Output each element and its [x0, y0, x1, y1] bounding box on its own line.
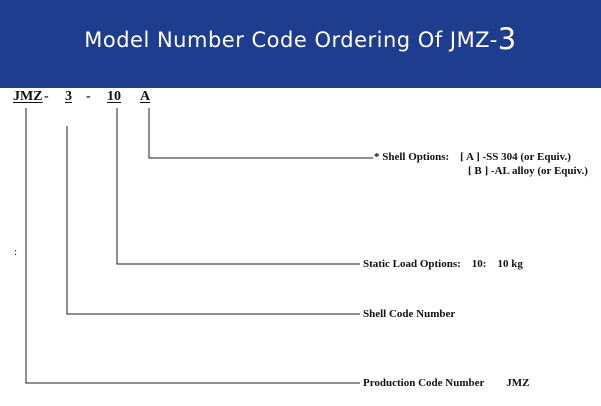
leader-material: [148, 108, 373, 159]
static-load-label: Static Load Options: 10: 10 kg: [363, 258, 523, 270]
title-banner: Model Number Code Ordering Of JMZ-3: [0, 0, 601, 88]
code-dash-1: -: [44, 89, 49, 104]
production-code-label: Production Code Number JMZ: [363, 377, 530, 389]
code-prefix: JMZ: [13, 89, 43, 104]
title-number: 3: [497, 22, 517, 56]
shell-code-label: Shell Code Number: [363, 308, 456, 320]
title-text: Model Number Code Ordering Of JMZ-: [84, 28, 498, 52]
leader-shell-code: [66, 126, 360, 315]
leader-production: [25, 108, 360, 384]
page-title: Model Number Code Ordering Of JMZ-3: [0, 22, 601, 56]
shell-options-b-label: [ B ] -AL alloy (or Equiv.): [468, 165, 588, 177]
code-dash-2: -: [86, 89, 91, 104]
leader-load: [116, 108, 360, 265]
shell-options-label: * Shell Options: [ A ] -SS 304 (or Equiv…: [374, 151, 571, 163]
stray-mark: :: [14, 246, 18, 258]
code-material: A: [140, 89, 151, 104]
code-shell-number: 3: [65, 89, 72, 104]
code-load: 10: [107, 89, 121, 104]
